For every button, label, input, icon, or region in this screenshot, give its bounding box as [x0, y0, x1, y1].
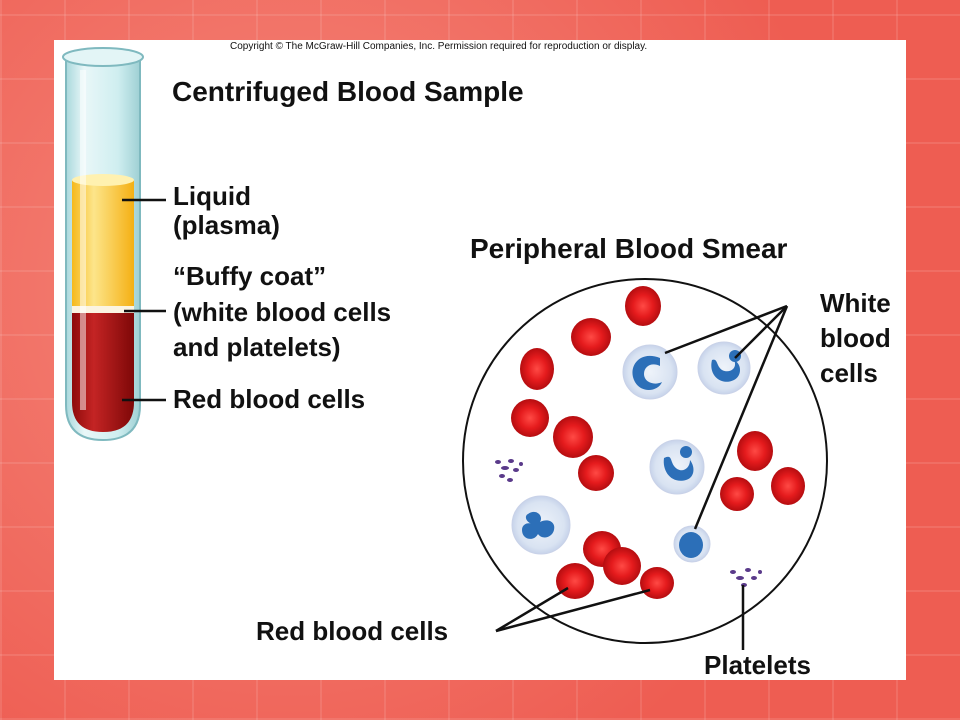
wbc-leader-3 [693, 305, 789, 530]
rbc-cell [571, 318, 611, 356]
rbc-cell [520, 348, 554, 390]
wbc-leader-2 [734, 305, 788, 359]
tube-highlight [80, 70, 86, 410]
plasma-label-line2: (plasma) [173, 210, 280, 240]
platelets-label: Platelets [704, 650, 811, 680]
wbc-leader-1 [664, 304, 788, 355]
tube-rim [62, 47, 144, 67]
test-tube [62, 47, 144, 442]
rbc-cell [771, 467, 805, 505]
rbc-cell [553, 416, 593, 458]
rbc-cell [737, 431, 773, 471]
tube-title: Centrifuged Blood Sample [172, 76, 524, 107]
wbc-cell [649, 439, 705, 495]
rbc-tube-label: Red blood cells [173, 384, 366, 414]
wbc-label-line3: cells [820, 358, 878, 388]
platelet-cluster [495, 459, 523, 482]
rbc-cell [640, 567, 674, 599]
wbc-cell [511, 495, 571, 555]
buffy-label-line1: “Buffy coat” [173, 261, 327, 291]
rbc-cell [625, 286, 661, 326]
tube-red-layer [72, 312, 134, 432]
smear-leaders [495, 304, 789, 650]
wbc-label-line2: blood [820, 323, 891, 353]
rbc-smear-leader-1 [495, 586, 569, 633]
lymphocyte-cell [673, 525, 711, 563]
plasma-surface [72, 174, 134, 186]
rbc-cell [720, 477, 754, 511]
rbc-cell [578, 455, 614, 491]
buffy-label-line3: and platelets) [173, 332, 341, 362]
plasma-label-line1: Liquid [173, 181, 251, 211]
rbc-smear-leader-2 [495, 588, 651, 633]
rbc-smear-label: Red blood cells [256, 616, 449, 646]
red-blood-cells [511, 286, 805, 599]
smear-title: Peripheral Blood Smear [470, 233, 788, 264]
wbc-label-line1: White [820, 288, 891, 318]
wbc-cell [622, 344, 678, 400]
platelets [495, 459, 762, 587]
buffy-label-line2: (white blood cells [173, 297, 392, 327]
rbc-cell [511, 399, 549, 437]
rbc-cell [603, 547, 641, 585]
copyright-notice: Copyright © The McGraw-Hill Companies, I… [230, 41, 648, 52]
rbc-cell [556, 563, 594, 599]
tube-buffy-layer [72, 305, 134, 313]
